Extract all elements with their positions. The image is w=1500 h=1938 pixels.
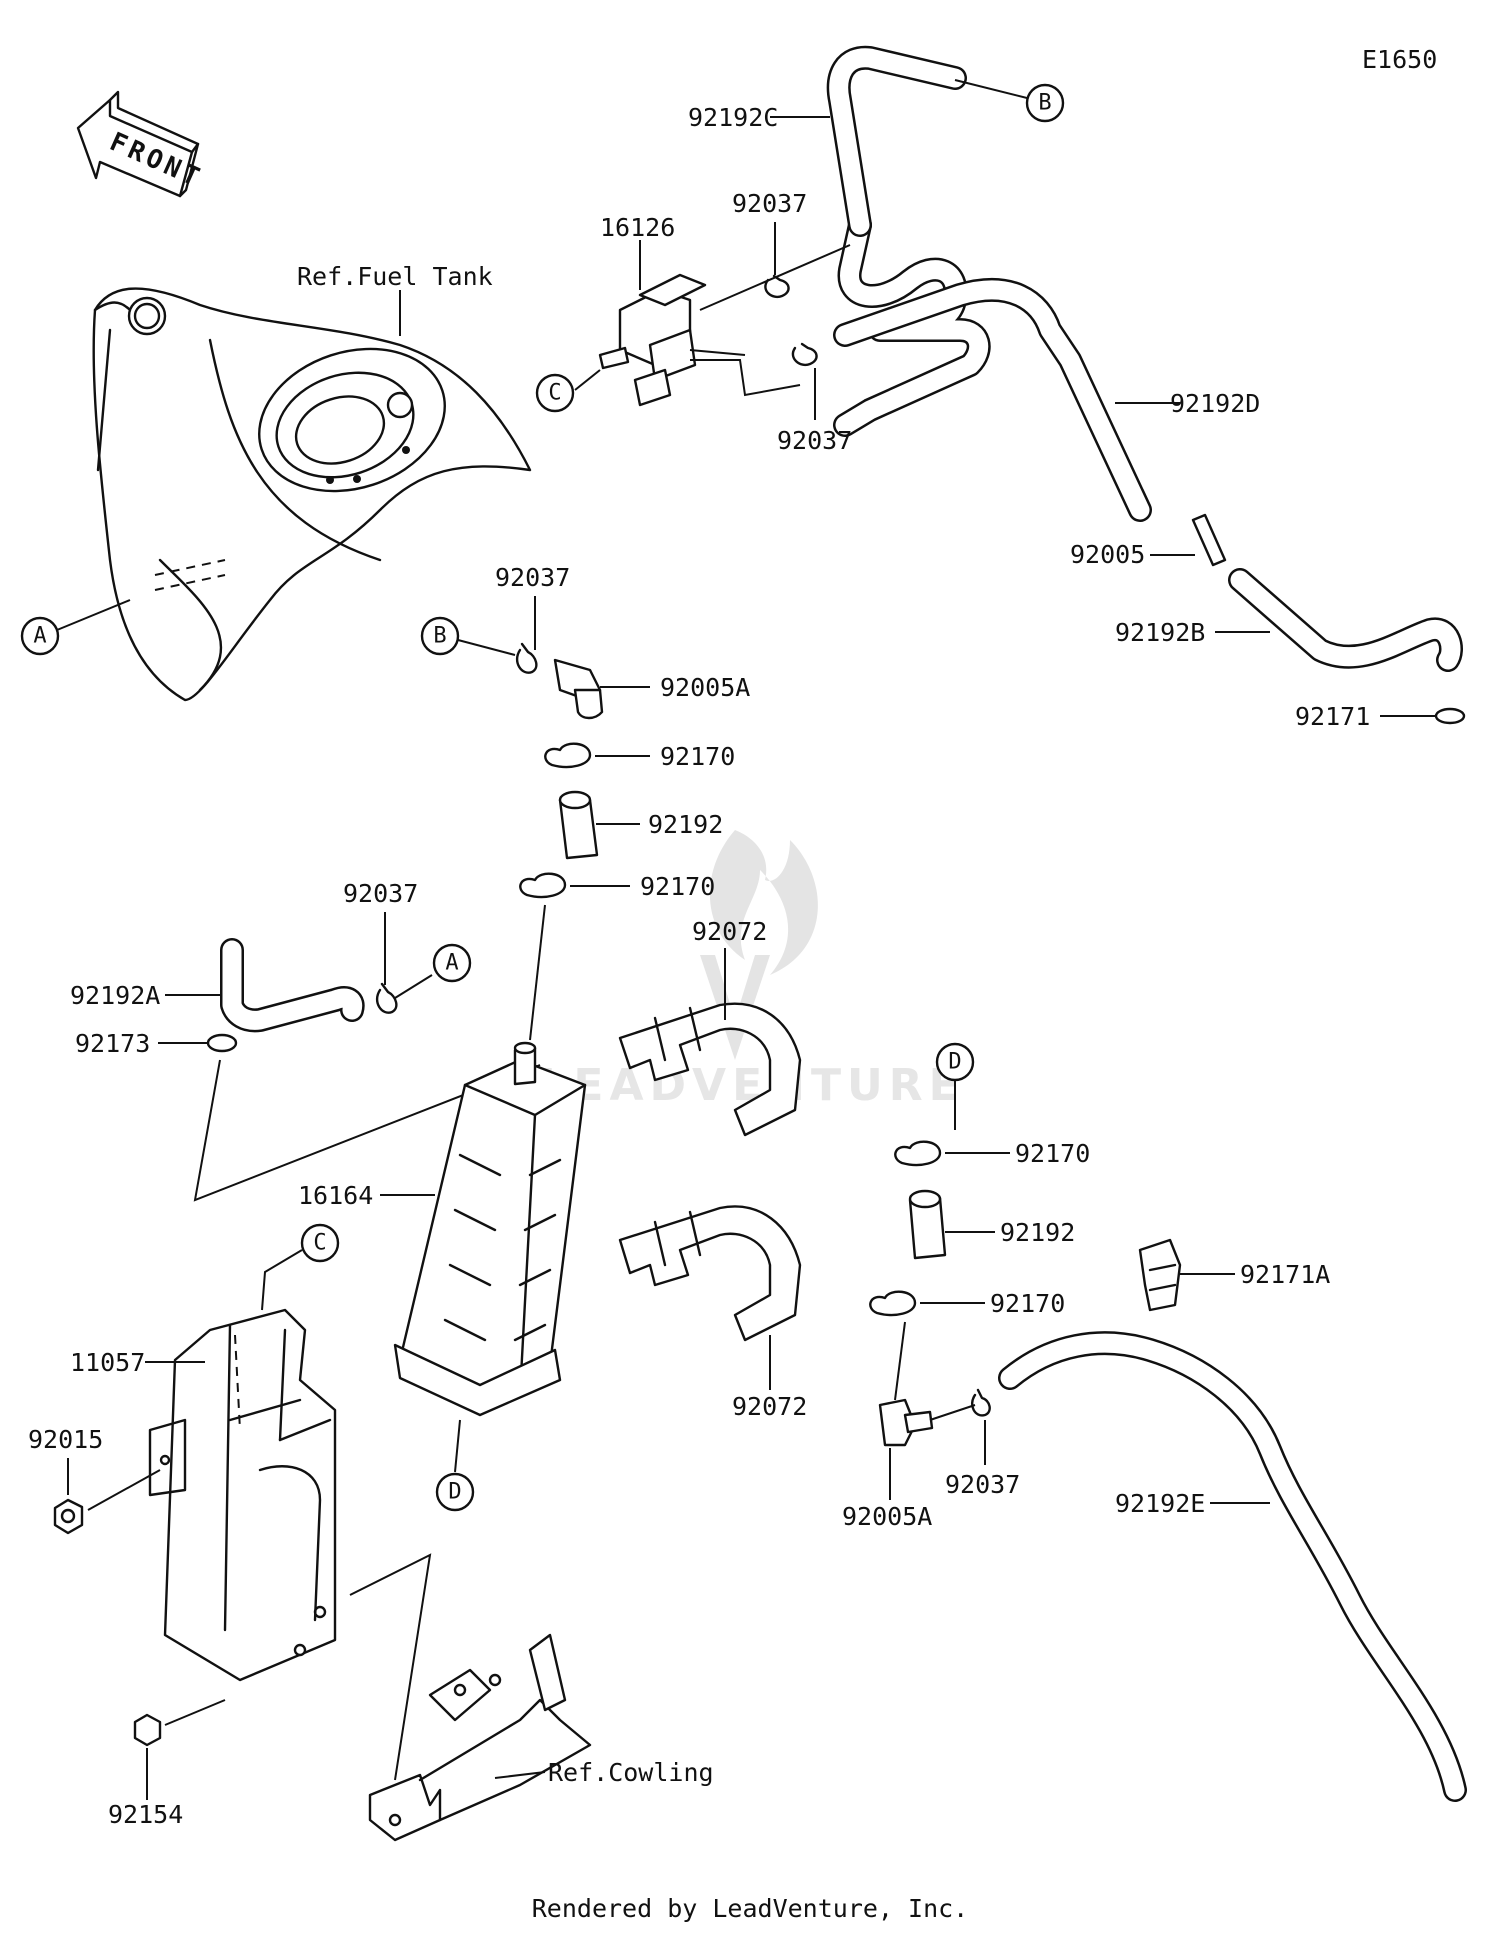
label-92192-2: 92192	[1000, 1218, 1075, 1247]
clamp-92037-b	[515, 642, 538, 674]
clamp-92037-top	[764, 274, 790, 299]
cowling-ref: Ref.Cowling	[349, 1553, 714, 1842]
label-92192B: 92192B	[1115, 618, 1205, 647]
callout-a-letter: A	[33, 624, 46, 649]
callout-a-mid: A	[394, 943, 472, 999]
label-92171: 92171	[1295, 702, 1370, 731]
valve-16126: 16126	[598, 213, 707, 407]
callout-c-top: C	[535, 369, 601, 413]
label-92192E: 92192E	[1115, 1489, 1205, 1518]
label-92192A: 92192A	[70, 981, 160, 1010]
hose-92192D: 92192D	[833, 278, 1260, 522]
label-92005A-top: 92005A	[660, 673, 750, 702]
ref-cowling-label: Ref.Cowling	[548, 1758, 714, 1787]
fitting-92005A-bottom: 92005A	[842, 1398, 934, 1531]
clamp-92170-4: 92170	[869, 1289, 1065, 1401]
clamp-92171: 92171	[1295, 702, 1466, 731]
watermark: LEADVENTURE	[539, 830, 959, 1111]
hose-92192-2: 92192	[908, 1189, 1075, 1260]
label-92173: 92173	[75, 1029, 150, 1058]
label-92154: 92154	[108, 1800, 183, 1829]
clamp-92037-a	[375, 982, 398, 1014]
label-92170-1: 92170	[660, 742, 735, 771]
clamp-92170-1: 92170	[544, 742, 735, 771]
clip-92171A: 92171A	[1138, 1238, 1330, 1312]
label-92072-bottom: 92072	[732, 1392, 807, 1421]
hose-92192A: 92192A	[70, 938, 365, 1033]
callout-a-tank: A	[20, 599, 131, 656]
callout-c-lower: C	[261, 1223, 340, 1311]
bracket-92072-bottom: 92072	[618, 1205, 807, 1421]
bracket-11057: 11057	[70, 1308, 337, 1682]
clamp-92170-3: 92170	[894, 1139, 1090, 1168]
callout-b-top: B	[1025, 83, 1065, 123]
label-92072-top: 92072	[692, 917, 767, 946]
label-92037-a: 92037	[343, 879, 418, 908]
hose-92192C: 92192C	[688, 45, 1036, 437]
label-92192D: 92192D	[1170, 389, 1260, 418]
callout-b-mid-letter: B	[433, 624, 446, 649]
label-92170-2: 92170	[640, 872, 715, 901]
label-92005: 92005	[1070, 540, 1145, 569]
label-92037-bottom: 92037	[945, 1470, 1020, 1499]
footer-credit: Rendered by LeadVenture, Inc.	[532, 1894, 969, 1923]
fitting-92005A-top: 92005A	[553, 658, 750, 720]
watermark-v-icon	[700, 955, 770, 1060]
diagram-code: E1650	[1362, 45, 1437, 74]
nut-92015: 92015	[28, 1425, 161, 1535]
callout-a-mid-letter: A	[445, 951, 458, 976]
canister-16164: 16164	[298, 1041, 587, 1417]
callout-b-mid: B	[420, 616, 516, 656]
callout-c-letter: C	[548, 381, 561, 406]
ref-fuel-tank-label: Ref.Fuel Tank	[297, 262, 493, 291]
clamp-92170-2: 92170	[519, 872, 715, 1041]
callout-b-letter: B	[1038, 91, 1051, 116]
label-92192C: 92192C	[688, 103, 778, 132]
label-92005A-bottom: 92005A	[842, 1502, 932, 1531]
callout-d-right: D	[935, 1042, 975, 1130]
label-92170-4: 92170	[990, 1289, 1065, 1318]
label-92171A: 92171A	[1240, 1260, 1330, 1289]
label-92037-mid: 92037	[777, 426, 852, 455]
hose-92192-1: 92192	[558, 790, 723, 860]
fuel-tank-ref: Ref.Fuel Tank	[92, 262, 532, 702]
front-arrow-icon: FRONT	[76, 90, 207, 198]
label-92037-b: 92037	[495, 563, 570, 592]
callout-d-bottom: D	[435, 1419, 475, 1512]
watermark-flame-icon	[709, 830, 818, 975]
label-11057: 11057	[70, 1348, 145, 1377]
hose-92192E: 92192E	[998, 1331, 1467, 1802]
clamp-92173: 92173	[75, 1029, 541, 1202]
joint-92005: 92005	[1070, 513, 1227, 569]
callout-c-lower-letter: C	[313, 1231, 326, 1256]
bracket-92072-top: 92072	[618, 917, 802, 1137]
bolt-92154: 92154	[108, 1699, 226, 1829]
label-16126: 16126	[600, 213, 675, 242]
callout-d-bottom-letter: D	[448, 1480, 461, 1505]
label-16164: 16164	[298, 1181, 373, 1210]
clamp-92037-bottom	[971, 1388, 991, 1417]
label-92015: 92015	[28, 1425, 103, 1454]
clamp-92037-mid	[791, 342, 818, 367]
label-92192-1: 92192	[648, 810, 723, 839]
hose-92192B: 92192B	[1115, 568, 1463, 672]
label-92037-top: 92037	[732, 189, 807, 218]
label-92170-3: 92170	[1015, 1139, 1090, 1168]
callout-d-right-letter: D	[948, 1050, 961, 1075]
